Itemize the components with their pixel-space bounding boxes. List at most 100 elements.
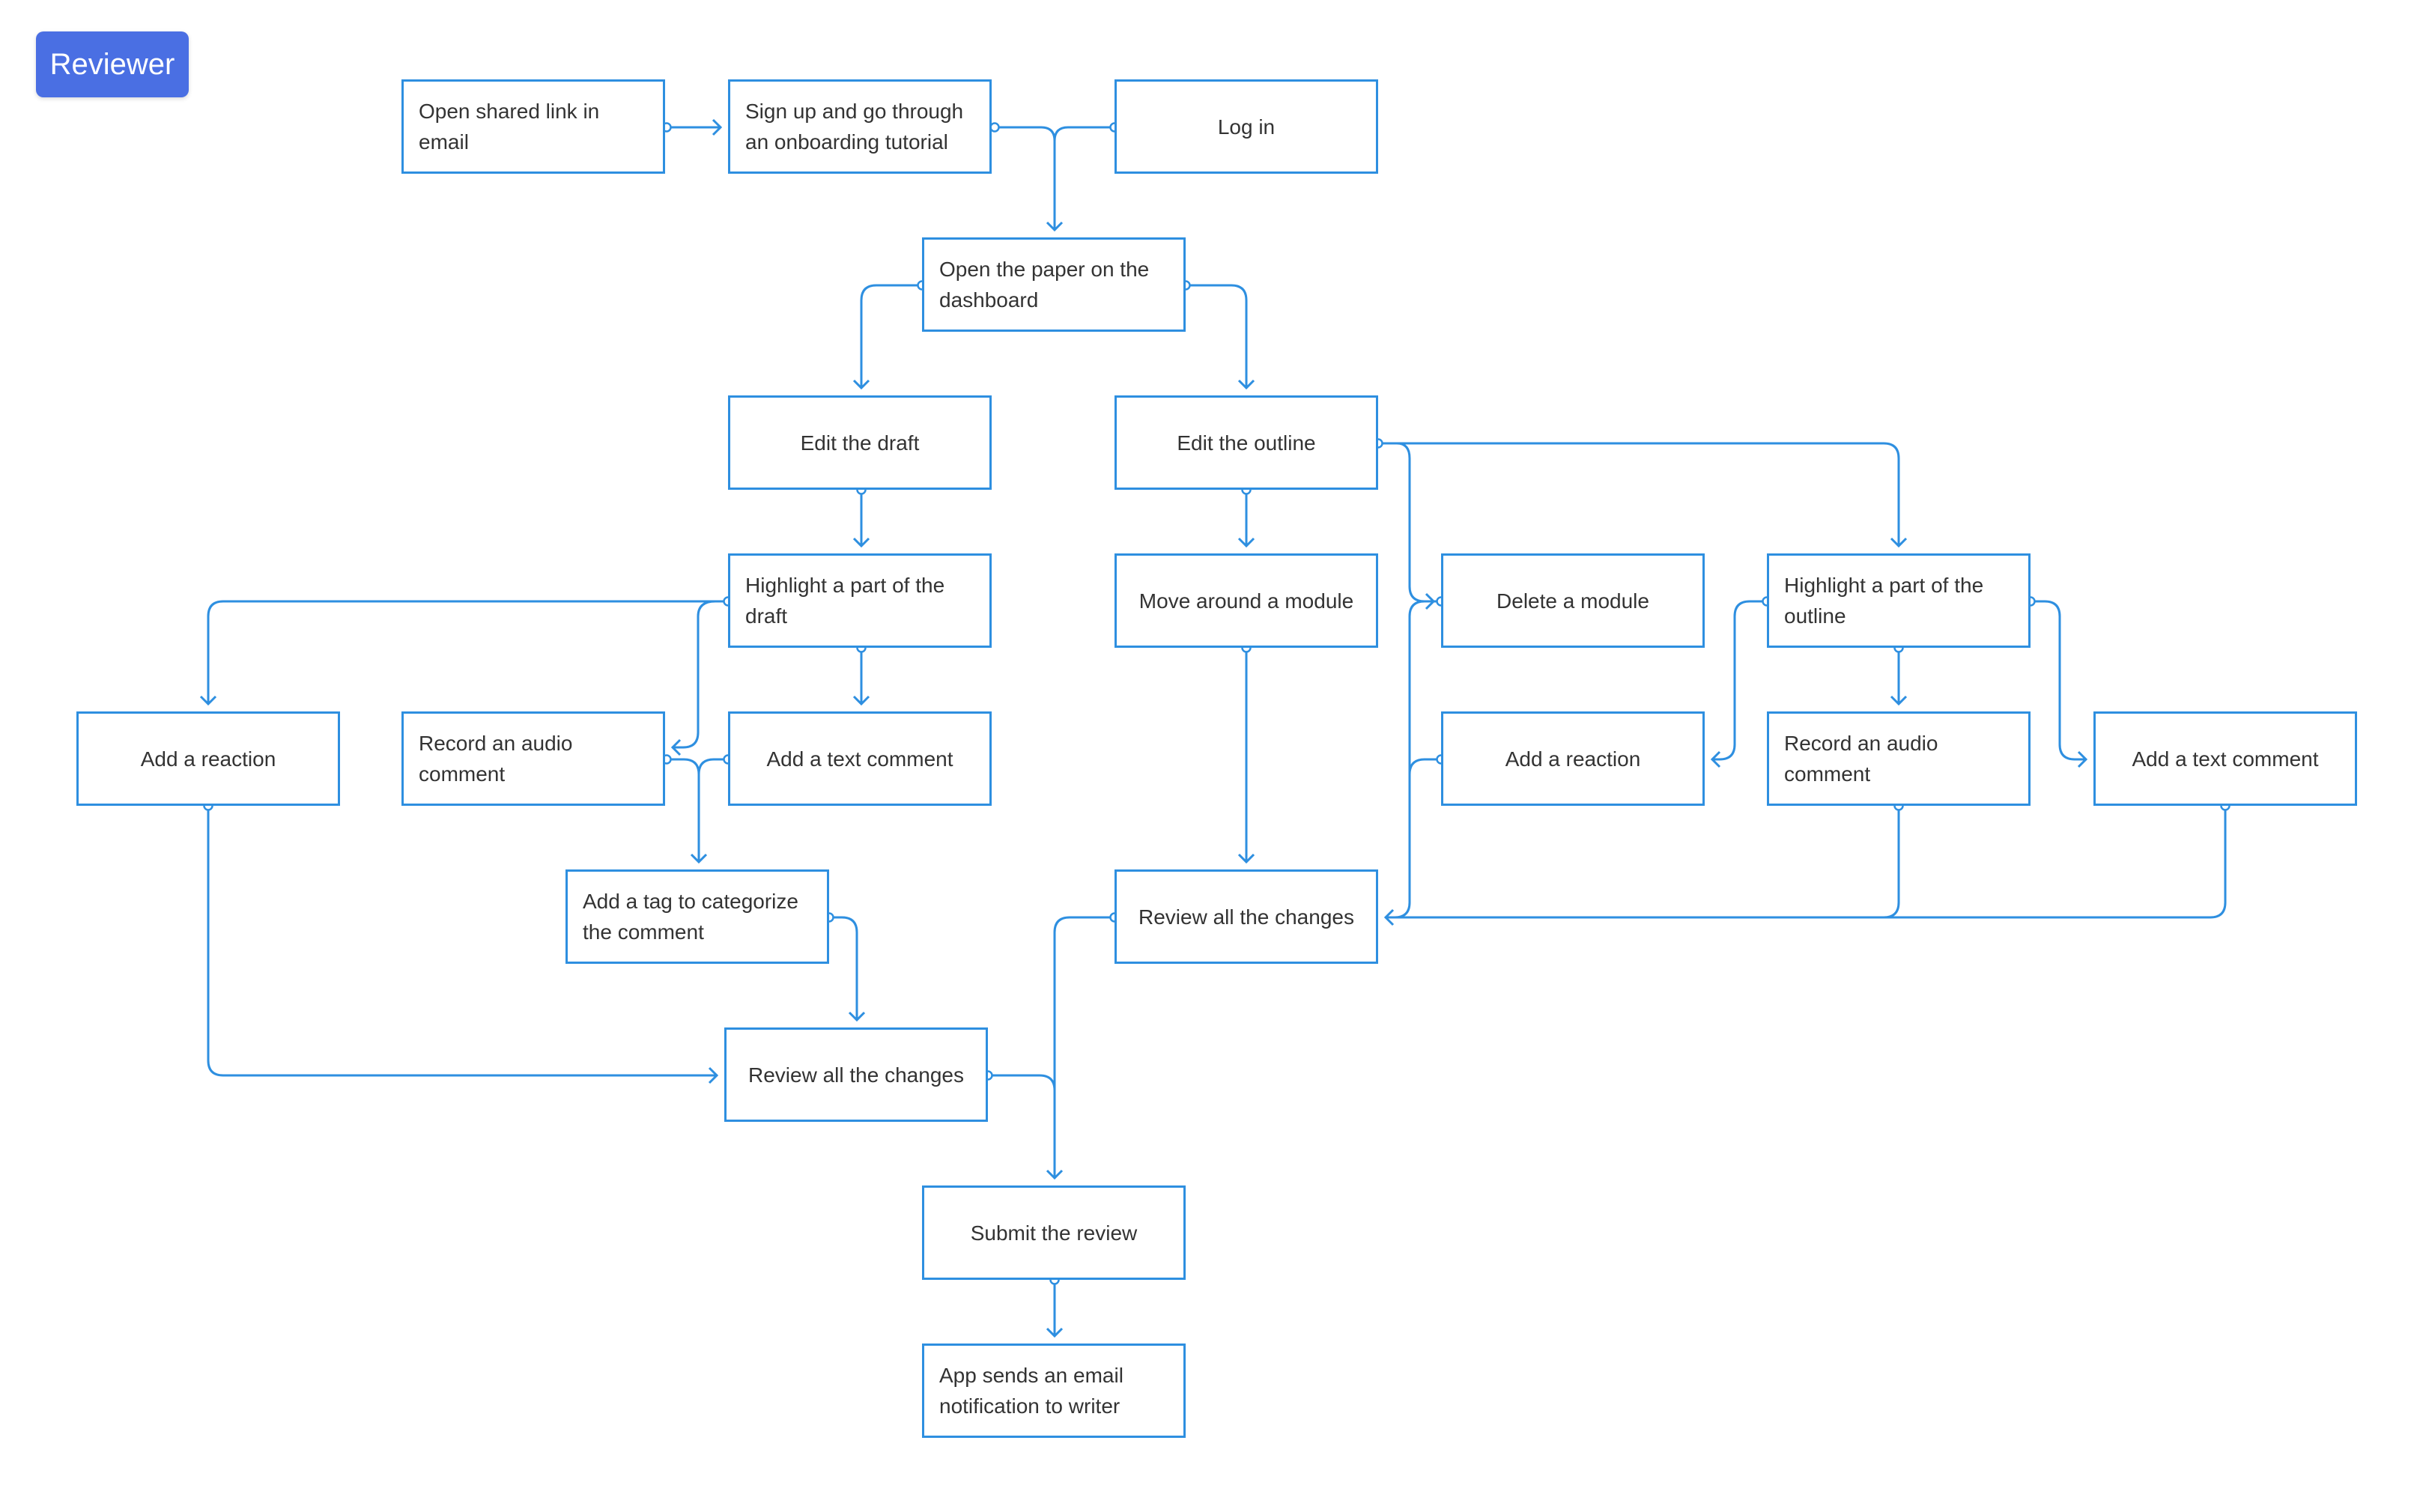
edge-hlout-text-line [2031,600,2086,761]
edge-textr-review-line [1884,806,2227,919]
edge-signup-paper-line [995,126,1056,230]
edge-textr-review [1884,801,2231,919]
edge-delete-review-arrowhead [1383,908,1395,926]
node-open-link: Open shared link in email [401,79,665,174]
edge-highlight-reaction-arrowhead [199,695,217,706]
edge-hlout-reaction [1710,596,1772,768]
node-submit: Submit the review [922,1185,1186,1280]
edge-highlight-text-arrowhead [852,695,870,706]
node-open-link-label: Open shared link in email [419,100,600,154]
edge-text-tag [697,754,733,775]
node-email-notify: App sends an email notification to write… [922,1344,1186,1438]
edge-submit-email-arrowhead [1046,1327,1064,1338]
edge-highlight-audio-line [673,600,716,749]
edge-reviewl-submit-line [988,1074,1056,1091]
edge-highlight-audio [670,600,716,756]
edge-paper-outline [1180,280,1255,390]
node-review-right: Review all the changes [1115,869,1378,964]
node-login-label: Log in [1217,115,1276,139]
edge-reaction-review-arrowhead [708,1066,719,1084]
edge-reactionr-review [1408,754,1446,775]
node-audio-left-label: Record an audio comment [419,732,573,786]
node-move-module: Move around a module [1115,553,1378,648]
node-reaction-right-label: Add a reaction [1505,747,1641,771]
edge-hlout-audio [1890,643,1908,706]
edge-reactionr-review-line [1408,758,1441,775]
edge-hlout-reaction-line [1712,600,1767,761]
node-edit-outline-label: Edit the outline [1177,431,1316,455]
node-audio-left: Record an audio comment [401,711,665,806]
node-text-right-label: Add a text comment [2132,747,2319,771]
node-text-left-label: Add a text comment [766,747,953,771]
edge-submit-email [1046,1275,1064,1338]
node-email-notify-label: App sends an email notification to write… [939,1364,1123,1418]
edge-audior-review-line [1395,806,1900,919]
edge-draft-highlight [852,485,870,548]
node-edit-draft-label: Edit the draft [800,431,920,455]
node-text-right: Add a text comment [2093,711,2357,806]
edge-hlout-text [2025,596,2088,768]
node-edit-outline: Edit the outline [1115,395,1378,490]
edge-highlight-audio-arrowhead [670,738,682,756]
edge-signup-paper-arrowhead [1046,221,1064,232]
edge-audior-review [1395,801,1904,919]
node-highlight-outline: Highlight a part of the outline [1767,553,2031,648]
edge-reaction-review-line [207,806,717,1077]
edge-login-paper [1053,122,1120,142]
node-audio-right: Record an audio comment [1767,711,2031,806]
edge-open-signup [661,118,723,136]
edge-outline-move [1237,485,1255,548]
node-highlight-outline-label: Highlight a part of the outline [1784,574,1984,628]
edge-outline-delete-line [1378,442,1434,603]
edge-paper-draft-line [860,284,922,388]
edge-signup-paper-anchor [989,122,1000,133]
node-reaction-right: Add a reaction [1441,711,1705,806]
edge-draft-highlight-arrowhead [852,537,870,548]
node-highlight-draft-label: Highlight a part of the draft [745,574,945,628]
node-login: Log in [1115,79,1378,174]
edge-paper-draft-arrowhead [852,379,870,390]
node-signup: Sign up and go through an onboarding tut… [728,79,992,174]
edge-move-review [1237,643,1255,864]
node-highlight-draft: Highlight a part of the draft [728,553,992,648]
edge-audio-tag-arrowhead [690,853,708,864]
edge-outline-hlout-line [1397,442,1900,546]
edge-audio-tag-line [667,758,700,862]
edge-login-paper-line [1053,126,1115,142]
node-review-right-label: Review all the changes [1138,905,1354,929]
edge-tag-review-line [829,916,858,1020]
node-submit-label: Submit the review [970,1221,1138,1245]
edge-tag-review-arrowhead [848,1011,866,1022]
edge-outline-hlout-arrowhead [1890,537,1908,548]
node-open-paper-label: Open the paper on the dashboard [939,258,1150,312]
node-edit-draft: Edit the draft [728,395,992,490]
node-delete-module: Delete a module [1441,553,1705,648]
node-text-left: Add a text comment [728,711,992,806]
edge-paper-draft [852,280,927,390]
edge-reviewl-submit [983,1070,1056,1091]
role-badge: Reviewer [36,31,189,97]
edge-text-tag-line [697,758,728,775]
edge-paper-outline-line [1186,284,1248,388]
node-reaction-left: Add a reaction [76,711,340,806]
edge-paper-outline-arrowhead [1237,379,1255,390]
node-open-paper: Open the paper on the dashboard [922,237,1186,332]
node-signup-label: Sign up and go through an onboarding tut… [745,100,964,154]
edge-open-signup-arrowhead [712,118,723,136]
node-review-left-label: Review all the changes [748,1063,964,1087]
node-tag-label: Add a tag to categorize the comment [583,890,798,944]
edge-hlout-text-arrowhead [2077,750,2088,768]
edge-tag-review [824,912,866,1022]
edge-reviewr-submit-arrowhead [1046,1169,1064,1180]
node-tag: Add a tag to categorize the comment [565,869,829,964]
role-badge-label: Reviewer [49,47,175,81]
edge-hlout-audio-arrowhead [1890,695,1908,706]
edge-hlout-reaction-arrowhead [1710,750,1721,768]
node-audio-right-label: Record an audio comment [1784,732,1938,786]
node-delete-module-label: Delete a module [1496,589,1649,613]
node-move-module-label: Move around a module [1138,589,1354,613]
node-reaction-left-label: Add a reaction [140,747,276,771]
edge-outline-hlout [1397,442,1908,548]
edge-reviewr-submit-line [1053,916,1115,1178]
